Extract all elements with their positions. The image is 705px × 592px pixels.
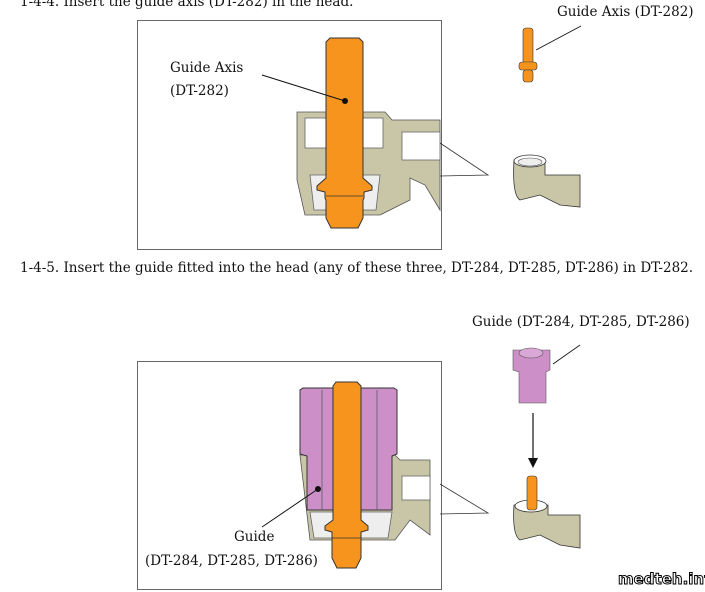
callout-guide-axis-line1: Guide Axis (170, 60, 244, 76)
guide-axis-small-icon (518, 25, 582, 83)
guide-axis-pin-2 (261, 381, 369, 569)
callout-guide-line2: (DT-284, DT-285, DT-286) (145, 553, 318, 569)
handpiece-head-icon-1 (513, 154, 581, 208)
handpiece-head-icon-2 (513, 475, 581, 549)
step-heading-1-4-5: 1-4-5. Insert the guide fitted into the … (20, 260, 694, 276)
watermark: medteh.info (618, 570, 705, 589)
callout-guide-line1: Guide (234, 529, 275, 545)
zoom-lines-1 (439, 142, 490, 177)
part-label-guide: Guide (DT-284, DT-285, DT-286) (472, 314, 690, 330)
guide-axis-pin-1 (261, 37, 373, 229)
head-cross-section-1 (296, 111, 441, 216)
guide-small-icon (512, 344, 581, 404)
part-label-guide-axis: Guide Axis (DT-282) (557, 4, 694, 20)
zoom-lines-2 (439, 483, 490, 515)
step-heading-1-4-4: 1-4-4. Insert the guide axis (DT-282) in… (20, 0, 354, 10)
down-arrow (528, 413, 538, 468)
callout-guide-axis-line2: (DT-282) (170, 83, 229, 99)
